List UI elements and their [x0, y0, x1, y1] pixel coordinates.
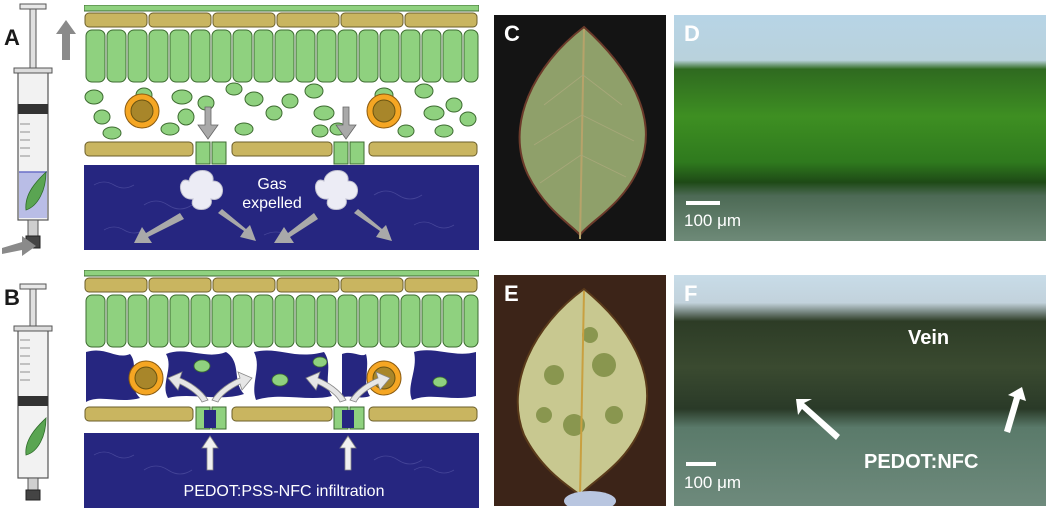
pedot-label: PEDOT:NFC: [864, 451, 979, 473]
panel-label-b: B: [4, 285, 20, 310]
scale-label-d: 100 μm: [684, 211, 742, 230]
photo-panel-e: E: [494, 275, 666, 506]
photo-panel-f: F Vein PEDOT:NFC 100 μm: [674, 275, 1046, 506]
gas-label-line1: Gas: [257, 176, 286, 193]
panel-label-c: C: [504, 21, 520, 46]
infiltration-label: PEDOT:PSS-NFC infiltration: [184, 483, 385, 500]
leaf-photo-e: [516, 287, 649, 506]
panel-label-a: A: [4, 25, 20, 50]
photo-panel-d: D 100 μm: [674, 15, 1046, 241]
syringe-a: [13, 3, 53, 249]
gas-label-line2: expelled: [242, 195, 302, 212]
scale-bar-f: [686, 462, 716, 466]
leaf-photo-c: [518, 25, 647, 240]
scale-bar-d: [686, 201, 720, 205]
panel-label-d: D: [684, 21, 700, 46]
scale-label-f: 100 μm: [684, 473, 742, 492]
leaf-schematic-a: Gas expelled: [84, 5, 479, 250]
annotation-arrows-f: [796, 387, 1026, 440]
panel-label-e: E: [504, 281, 519, 306]
arrow-right-icon: [2, 236, 36, 256]
leaf-schematic-b: PEDOT:PSS-NFC infiltration: [84, 270, 479, 508]
syringe-b: [13, 283, 53, 501]
photo-panel-c: C: [494, 15, 666, 241]
panel-label-f: F: [684, 281, 698, 306]
arrow-up-icon: [56, 20, 76, 60]
vein-label: Vein: [908, 327, 950, 349]
